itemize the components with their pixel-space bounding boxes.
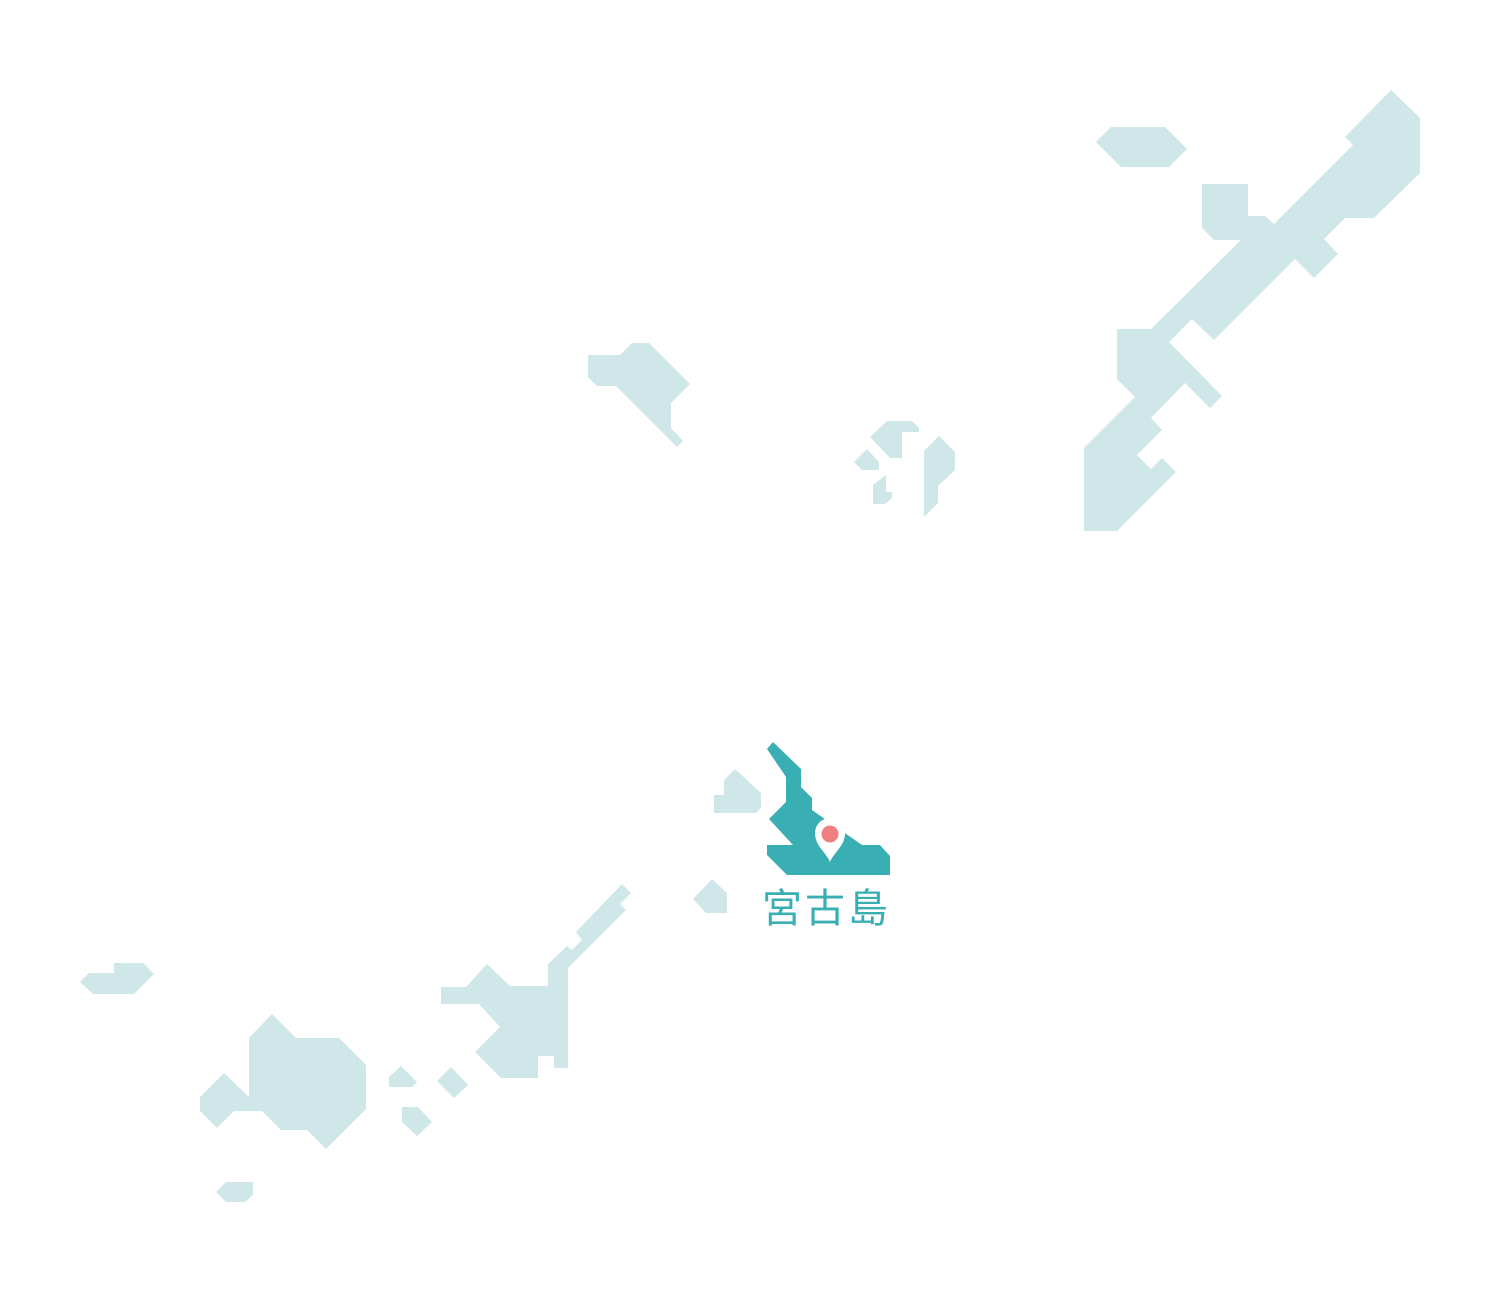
pin-dot [821, 825, 839, 843]
island-tarama[interactable] [693, 879, 727, 913]
island-kume[interactable] [588, 343, 690, 447]
island-yonaguni[interactable] [80, 963, 154, 994]
island-iriomote[interactable] [200, 1014, 366, 1149]
island-hateruma[interactable] [216, 1182, 253, 1202]
map-pin-icon[interactable] [815, 818, 845, 862]
island-okinawa-main[interactable] [1084, 90, 1420, 531]
island-small-2[interactable] [437, 1067, 468, 1098]
island-ishigaki[interactable] [441, 884, 631, 1078]
island-kerama-2[interactable] [854, 449, 879, 470]
island-iheya[interactable] [1096, 127, 1187, 167]
island-small-3[interactable] [402, 1107, 432, 1136]
island-irabu[interactable] [714, 769, 761, 813]
island-label-miyako: 宮古島 [762, 886, 891, 932]
island-miyako-highlighted[interactable] [767, 742, 890, 875]
island-kerama-3[interactable] [873, 475, 892, 504]
island-kerama-1[interactable] [870, 421, 919, 458]
island-kerama-4[interactable] [924, 436, 955, 517]
island-small-1[interactable] [389, 1066, 417, 1087]
